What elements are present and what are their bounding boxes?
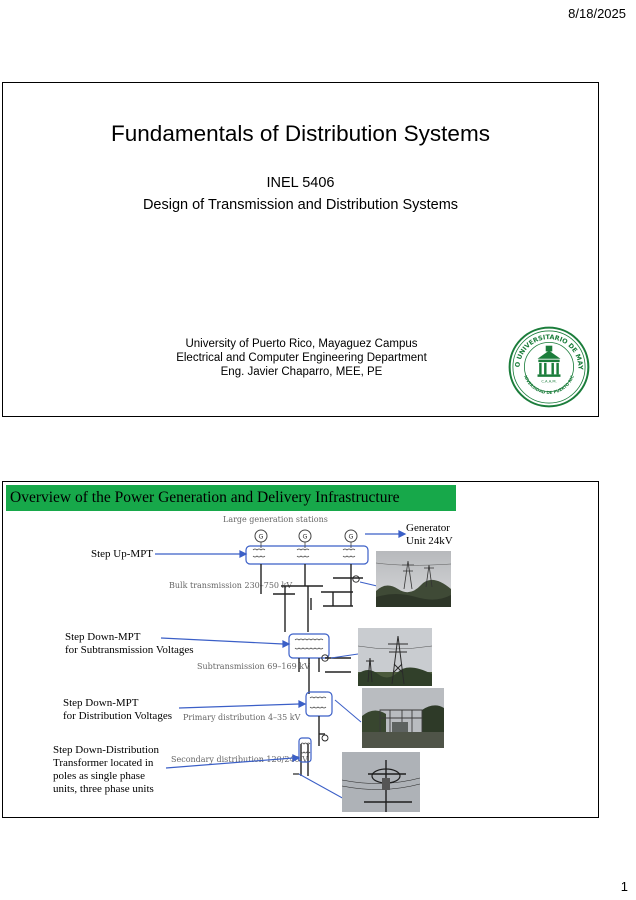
generator-annotation: Generator Unit 24kV bbox=[406, 522, 453, 547]
slide-title-banner: Overview of the Power Generation and Del… bbox=[6, 485, 456, 511]
department-line: Electrical and Computer Engineering Depa… bbox=[176, 352, 427, 364]
course-code: INEL 5406 bbox=[266, 175, 335, 191]
page-number: 1 bbox=[620, 879, 628, 894]
power-delivery-diagram: Large generation stations Bulk transmiss… bbox=[155, 515, 407, 801]
generator-symbol: G bbox=[348, 533, 353, 541]
bulk-transmission-photo bbox=[376, 551, 451, 607]
pole-transformer-photo bbox=[342, 752, 420, 812]
primary-distribution-label: Primary distribution 4–35 kV bbox=[183, 713, 301, 722]
subtransmission-photo bbox=[358, 628, 432, 686]
slide-title: Fundamentals of Distribution Systems bbox=[111, 121, 490, 146]
infrastructure-slide: Overview of the Power Generation and Del… bbox=[2, 481, 599, 818]
generator-symbol: G bbox=[302, 533, 307, 541]
step-up-box bbox=[245, 545, 369, 565]
seal-center-text: C.A.A.M. bbox=[541, 380, 556, 384]
secondary-distribution-label: Secondary distribution 120/240 V bbox=[171, 755, 308, 764]
step-up-annotation: Step Up-MPT bbox=[91, 548, 154, 560]
university-seal-icon: RECINTO UNIVERSITARIO DE MAYAGUEZ UNIVER… bbox=[508, 326, 590, 408]
step-down-transformer-annotation: Step Down-Distribution Transformer locat… bbox=[53, 744, 160, 795]
step-down-sub-annotation: Step Down-MPT for Subtransmission Voltag… bbox=[65, 631, 194, 656]
step-down-dist-annotation: Step Down-MPT for Distribution Voltages bbox=[63, 697, 172, 722]
distribution-substation-photo bbox=[362, 688, 444, 748]
distribution-transformer-box bbox=[305, 691, 333, 717]
title-slide: Fundamentals of Distribution Systems INE… bbox=[2, 82, 599, 417]
page-date: 8/18/2025 bbox=[568, 6, 626, 21]
bulk-transmission-label: Bulk transmission 230–750 kV bbox=[169, 581, 292, 590]
course-subtitle: Design of Transmission and Distribution … bbox=[142, 197, 459, 213]
pole-transformer-box bbox=[298, 737, 312, 763]
generator-symbol: G bbox=[258, 533, 263, 541]
instructor-line: Eng. Javier Chaparro, MEE, PE bbox=[220, 366, 383, 378]
subtransmission-label: Subtransmission 69–169 kV bbox=[197, 662, 310, 671]
institution-block: University of Puerto Rico, Mayaguez Camp… bbox=[3, 337, 600, 379]
subtransmission-transformer-box bbox=[288, 633, 330, 659]
generation-label: Large generation stations bbox=[223, 515, 328, 524]
university-line: University of Puerto Rico, Mayaguez Camp… bbox=[185, 338, 418, 350]
